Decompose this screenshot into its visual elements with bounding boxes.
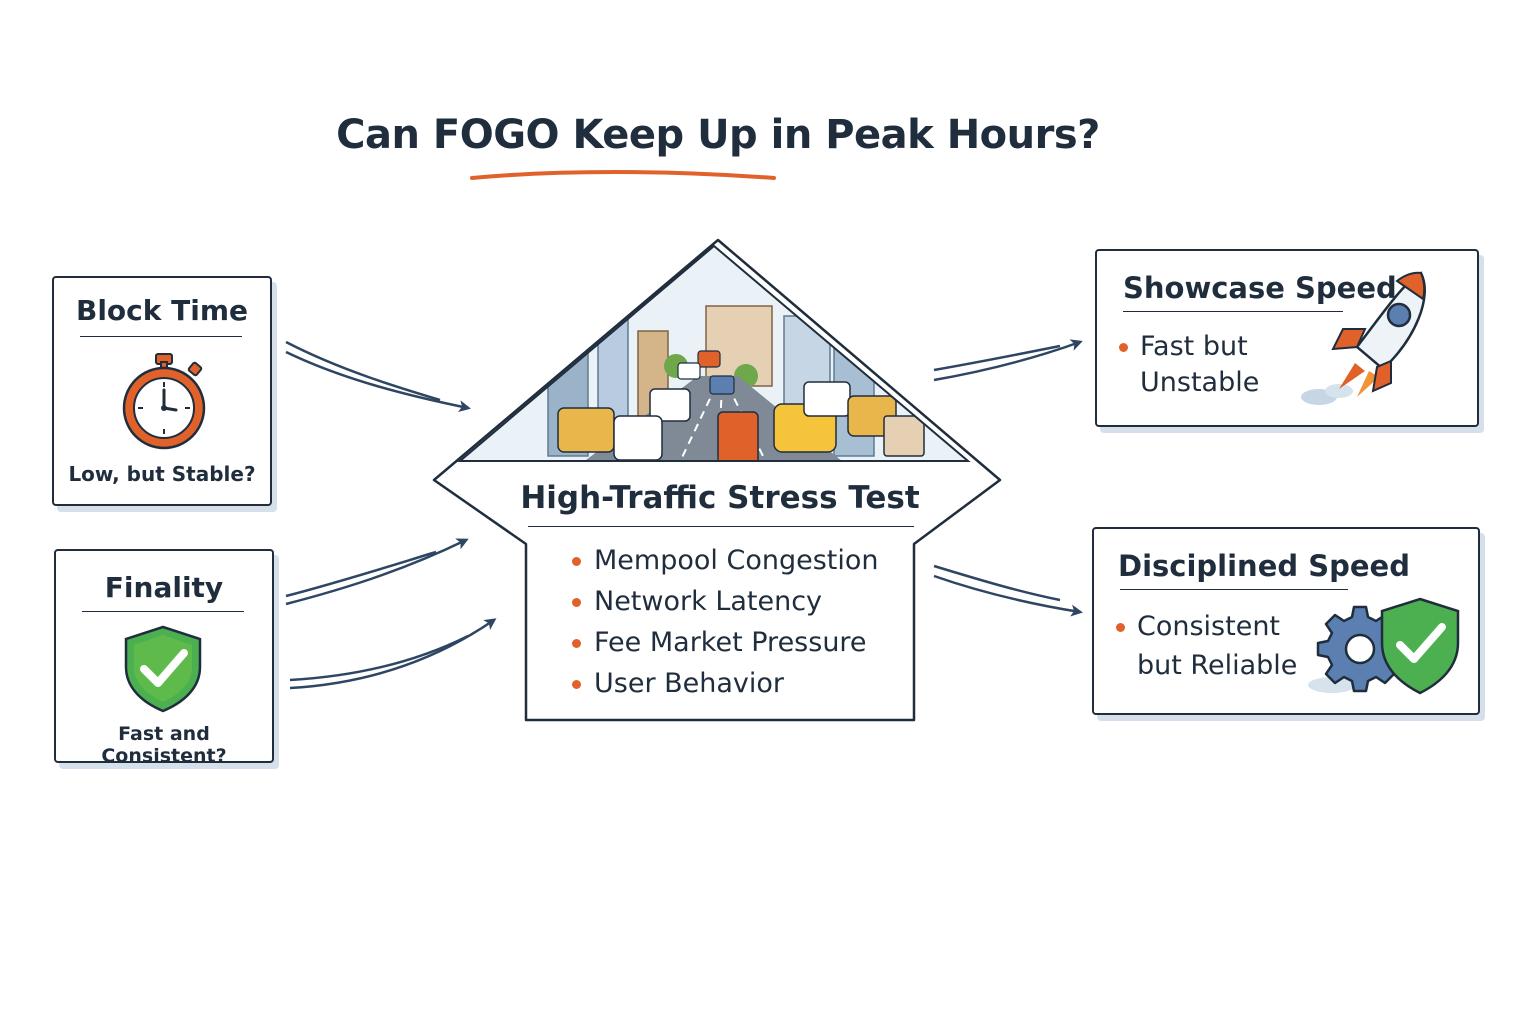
block-time-card: Block Time Low, but Stable? [52,276,272,506]
arrow-center-to-showcase [933,339,1083,382]
showcase-speed-title: Showcase Speed [1123,271,1397,305]
list-item: Fee Market Pressure [570,622,879,663]
arrow-finality-to-center-upper [285,538,469,606]
block-time-caption: Low, but Stable? [68,462,256,486]
showcase-speed-card: Showcase Speed Fast but Unstable [1095,249,1479,427]
stress-factors-list: Mempool Congestion Network Latency Fee M… [570,540,879,704]
showcase-speed-desc: Fast but Unstable [1119,329,1259,401]
title-underline [470,170,776,180]
block-time-label: Block Time [75,294,248,327]
finality-caption: Fast and Consistent? [101,723,227,767]
rocket-icon [1301,271,1426,405]
arrow-center-to-disciplined [933,564,1083,617]
arrow-block-time-to-center [285,340,471,413]
shield-check-icon [124,625,202,713]
disciplined-speed-desc: Consistent but Reliable [1116,607,1297,685]
list-item: User Behavior [570,663,879,704]
city-traffic-illustration [460,246,968,461]
finality-card: Finality Fast and Consistent? [54,549,274,767]
list-item: Mempool Congestion [570,540,879,581]
arrow-finality-to-center-lower [289,618,497,690]
list-item: Network Latency [570,581,879,622]
page-title: Can FOGO Keep Up in Peak Hours? [336,112,1100,158]
stress-test-title: High-Traffic Stress Test [520,480,920,516]
finality-label: Finality [104,571,224,604]
stopwatch-icon [122,353,206,450]
gear-shield-icon [1308,597,1460,695]
disciplined-speed-card: Disciplined Speed Consistent but Reliabl… [1092,527,1480,715]
disciplined-speed-title: Disciplined Speed [1118,549,1410,583]
